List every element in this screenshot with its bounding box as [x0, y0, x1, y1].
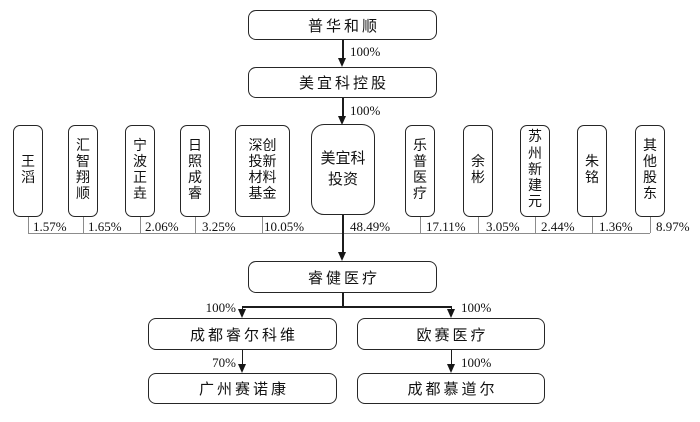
connector-line: [342, 40, 344, 58]
arrowhead-down-icon: [338, 252, 347, 261]
connector-line: [342, 293, 344, 306]
shareholder-box: 苏州新建元: [520, 125, 550, 217]
shareholder-name: 乐普医疗: [413, 138, 427, 203]
ownership-percentage: 48.49%: [350, 219, 391, 234]
connector-line: [241, 350, 244, 364]
shareholder-box: 汇智翔顺: [68, 125, 98, 217]
arrowhead-down-icon: [237, 309, 246, 318]
arrowhead-down-icon: [338, 116, 347, 125]
shareholder-name: 日照成睿: [188, 138, 202, 203]
node-label: 成都睿尔科维: [189, 327, 298, 344]
ownership-percentage: 1.36%: [599, 219, 633, 234]
connector-line: [27, 217, 29, 233]
connector-line: [139, 217, 141, 233]
node-label: 欧赛医疗: [416, 327, 489, 344]
shareholder-box: 日照成睿: [180, 125, 210, 217]
arrowhead-down-icon: [446, 364, 455, 373]
node-subsidiary-right-child: 成都慕道尔: [357, 373, 545, 404]
shareholder-name: 王滔: [21, 154, 35, 186]
connector-line: [649, 217, 651, 233]
ownership-percentage: 2.44%: [541, 219, 575, 234]
shareholder-name: 美宜科投资: [320, 151, 366, 188]
shareholder-box: 乐普医疗: [405, 125, 435, 217]
connector-line: [450, 350, 453, 364]
connector-line: [591, 217, 593, 233]
node-label: 成都慕道尔: [407, 382, 498, 398]
node-investment-entity: 美宜科投资: [311, 124, 375, 215]
shareholder-name: 宁波正垚: [133, 138, 147, 203]
node-holding-company: 美宜科控股: [248, 67, 437, 98]
ownership-percentage: 8.97%: [656, 219, 690, 234]
ownership-percentage: 3.25%: [202, 219, 236, 234]
node-subsidiary-right: 欧赛医疗: [357, 318, 545, 350]
shareholder-box: 其他股东: [635, 125, 665, 217]
node-label: 普华和顺: [307, 18, 380, 35]
connector-line: [477, 217, 479, 233]
ownership-percentage: 70%: [212, 355, 236, 370]
connector-line: [262, 217, 263, 233]
node-core-company: 睿健医疗: [248, 261, 437, 293]
connector-line: [419, 217, 421, 233]
arrowhead-down-icon: [338, 58, 347, 67]
connector-line: [342, 98, 344, 116]
ownership-percentage: 2.06%: [145, 219, 179, 234]
shareholder-name: 其他股东: [643, 138, 657, 203]
ownership-percentage: 100%: [461, 355, 492, 370]
ownership-percentage: 100%: [350, 44, 381, 59]
ownership-percentage: 17.11%: [426, 219, 466, 234]
arrowhead-down-icon: [237, 364, 246, 373]
shareholder-name: 深创投新材料基金: [248, 138, 277, 203]
ownership-percentage: 1.57%: [33, 219, 67, 234]
connector-line: [194, 217, 196, 233]
node-label: 广州赛诺康: [198, 382, 289, 398]
node-subsidiary-left: 成都睿尔科维: [148, 318, 337, 350]
ownership-percentage: 100%: [461, 300, 492, 315]
connector-line: [342, 215, 344, 252]
ownership-percentage: 100%: [205, 300, 236, 315]
node-label: 睿健医疗: [307, 270, 380, 287]
shareholder-box: 宁波正垚: [125, 125, 155, 217]
shareholder-name: 汇智翔顺: [76, 138, 90, 203]
connector-line: [241, 306, 244, 310]
connector-line: [450, 306, 453, 310]
ownership-percentage: 10.05%: [264, 219, 305, 234]
node-root-company: 普华和顺: [248, 10, 437, 40]
ownership-percentage: 3.05%: [486, 219, 520, 234]
shareholder-name: 苏州新建元: [528, 130, 542, 211]
node-label: 美宜科控股: [298, 76, 389, 92]
node-subsidiary-left-child: 广州赛诺康: [148, 373, 337, 404]
ownership-percentage: 100%: [350, 103, 381, 118]
connector-line: [82, 217, 84, 233]
connector-bus-line: [28, 233, 650, 234]
connector-line: [242, 306, 452, 308]
shareholder-name: 余彬: [471, 154, 485, 186]
shareholder-name: 朱铭: [585, 154, 599, 186]
arrowhead-down-icon: [446, 309, 455, 318]
shareholder-box: 朱铭: [577, 125, 607, 217]
shareholder-box: 王滔: [13, 125, 43, 217]
ownership-percentage: 1.65%: [88, 219, 122, 234]
shareholder-box: 余彬: [463, 125, 493, 217]
shareholder-box: 深创投新材料基金: [235, 125, 290, 217]
connector-line: [534, 217, 536, 233]
